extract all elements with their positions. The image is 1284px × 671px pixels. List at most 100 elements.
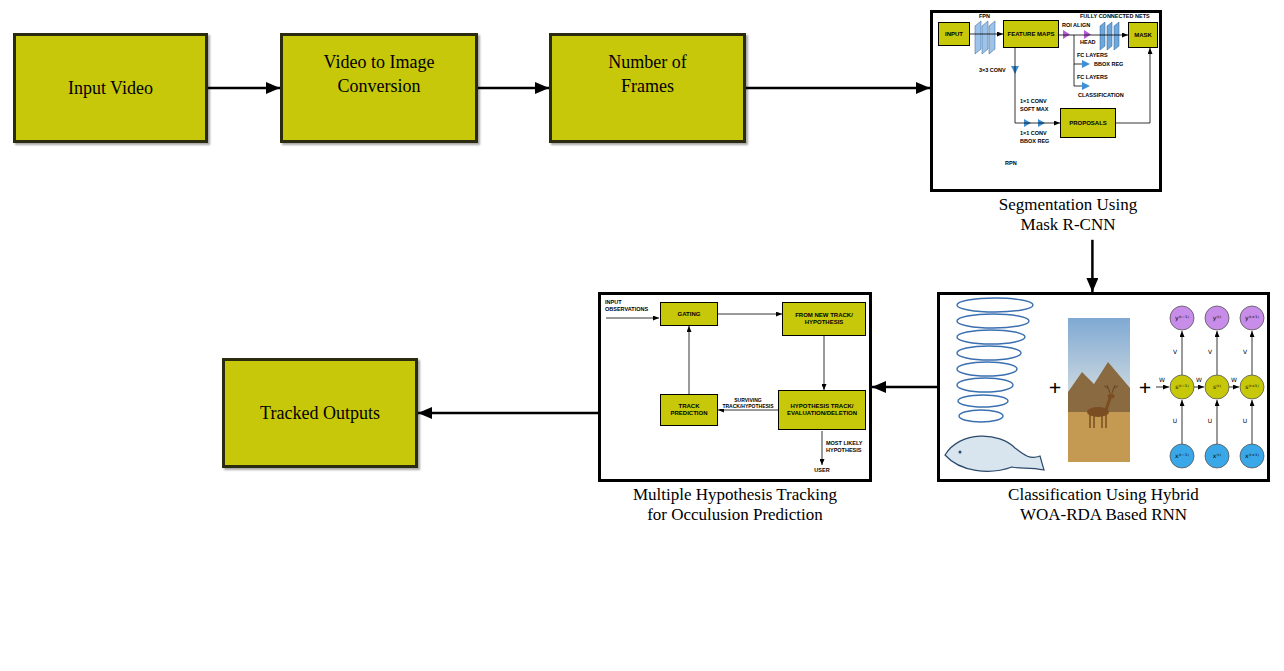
flow-arrow: [718, 410, 778, 411]
diagram-label: y⁽ᵗ⁺¹⁾: [1245, 315, 1259, 322]
diagram-label: U: [1243, 418, 1247, 425]
diagram-label: V: [1243, 349, 1247, 356]
diagram-label: SOFT MAX: [1020, 106, 1048, 113]
tracking-step: HYPOTHESIS TRACK/ EVALUATION/DELETION: [778, 390, 866, 430]
figure-caption: Classification Using Hybrid WOA-RDA Base…: [996, 485, 1211, 526]
rnn-state-node: [1240, 375, 1264, 399]
branch-line: [1074, 86, 1082, 87]
spiral-loop: [957, 330, 1025, 344]
diagram-label: x⁽ᵗ⁾: [1213, 453, 1221, 460]
diagram-label: V: [1173, 349, 1177, 356]
fpn-layer: [989, 21, 995, 54]
rnn-arrow: [1217, 331, 1218, 375]
spiral-loop: [957, 378, 1013, 392]
diagram-label: FPN: [979, 13, 990, 20]
rnn-state-node: [1170, 375, 1194, 399]
rnn-arrow: [1229, 387, 1239, 388]
box-label: FROM NEW TRACK/ HYPOTHESIS: [785, 312, 863, 326]
edge-label: SURVIVING TRACK/HYPOTHESIS: [720, 397, 776, 409]
flow-arrow: [418, 412, 598, 415]
rnn-output-node: [1240, 306, 1264, 330]
network-block: MASK: [1128, 22, 1158, 48]
box-label: INPUT: [945, 31, 963, 38]
flow-arrow: [824, 336, 825, 390]
deer-antlers: [1104, 385, 1118, 393]
flow-arrow: [1116, 48, 1150, 123]
whale-figure: [945, 436, 1044, 471]
figure-caption: Multiple Hypothesis Tracking for Occulus…: [628, 485, 843, 526]
diagram-label: W: [1159, 377, 1165, 384]
diagram-label: BBOX REG: [1020, 138, 1049, 145]
spiral-loop: [957, 346, 1021, 360]
box-label: Input Video: [68, 76, 153, 100]
process-box: Number of Frames: [549, 33, 746, 143]
spiral-loop: [959, 410, 1003, 422]
diagram-label: 3×3 CONV: [979, 67, 1006, 74]
flow-arrow: [1091, 240, 1094, 292]
deer-legs: [1090, 415, 1106, 428]
box-label: GATING: [678, 311, 701, 318]
diagram-label: s⁽ᵗ⁺¹⁾: [1245, 384, 1258, 391]
spiral-loop: [957, 314, 1029, 328]
fpn-layer: [975, 21, 981, 54]
rnn-arrow: [1194, 387, 1204, 388]
flow-arrow: [718, 314, 782, 315]
rnn-arrow: [1252, 400, 1253, 444]
roi-align-symbol: [1063, 30, 1070, 39]
flow-arrow: [208, 87, 280, 90]
diagram-label: CLASSIFICATION: [1078, 92, 1124, 99]
diagram-label: ROI ALIGN: [1062, 22, 1090, 29]
diagram-label: 1×1 CONV: [1020, 98, 1047, 105]
fc-net-layer: [1100, 22, 1105, 50]
process-box: Input Video: [13, 33, 208, 143]
fc-net-layer: [1107, 22, 1112, 50]
diagram-label: x⁽ᵗ⁺¹⁾: [1245, 453, 1259, 460]
flow-arrow: [970, 34, 1003, 35]
leader-arrow: [822, 431, 823, 465]
diagram-label: s⁽ᵗ⁾: [1213, 384, 1221, 391]
diagram-label: FULLY CONNECTED NETS: [1080, 13, 1150, 20]
fc-net-layer: [1114, 22, 1119, 50]
flow-arrow: [1015, 48, 1060, 123]
diagram-label: MOST LIKELY HYPOTHESIS: [826, 440, 868, 453]
rnn-arrow: [1217, 400, 1218, 444]
box-label: Number of Frames: [593, 50, 703, 99]
rnn-arrow: [1156, 387, 1169, 388]
diagram-label: HEAD: [1080, 39, 1096, 46]
deer-head: [1108, 394, 1115, 399]
diagram-label: FC LAYERS: [1077, 74, 1108, 81]
diagram-label: RPN: [1005, 160, 1017, 167]
diagram-label: USER: [814, 467, 829, 474]
rnn-arrow: [1182, 331, 1183, 375]
spiral-loop: [958, 395, 1008, 407]
rnn-arrows: [1156, 331, 1252, 444]
box-label: FEATURE MAPS: [1008, 31, 1055, 38]
deer-photo: [1068, 318, 1130, 462]
tracking-step: GATING: [660, 302, 718, 326]
box-label: HYPOTHESIS TRACK/ EVALUATION/DELETION: [781, 403, 863, 417]
diagram-label: W: [1196, 377, 1202, 384]
tracking-step: FROM NEW TRACK/ HYPOTHESIS: [782, 302, 866, 336]
deer-neck: [1106, 398, 1110, 410]
flow-arrow: [872, 386, 937, 389]
diagram-label: y⁽ᵗ⁻¹⁾: [1175, 315, 1189, 322]
diagram-label: s⁽ᵗ⁻¹⁾: [1175, 384, 1188, 391]
rnn-input-node: [1170, 444, 1194, 468]
branch-line: [1074, 64, 1082, 65]
box-label: Video to Image Conversion: [291, 50, 467, 99]
rnn-state-node: [1205, 375, 1229, 399]
diagram-label: BBOX REG: [1094, 61, 1123, 68]
diagram-label: U: [1208, 418, 1212, 425]
box-label: Tracked Outputs: [260, 401, 380, 425]
diagram-label: 1×1 CONV: [1020, 130, 1047, 137]
whale-eye: [959, 451, 962, 454]
box-label: TRACK PREDICTION: [663, 403, 715, 417]
process-box: Tracked Outputs: [222, 358, 418, 468]
rnn-output-node: [1170, 306, 1194, 330]
diagram-label: +: [1049, 377, 1062, 399]
rnn-input-node: [1205, 444, 1229, 468]
photo-grass: [1068, 412, 1130, 462]
figure-panel: Multiple Hypothesis Tracking for Occulus…: [598, 292, 872, 482]
diagram-label: INPUT OBSERVATIONS: [605, 299, 655, 312]
diagram-label: V: [1208, 349, 1212, 356]
